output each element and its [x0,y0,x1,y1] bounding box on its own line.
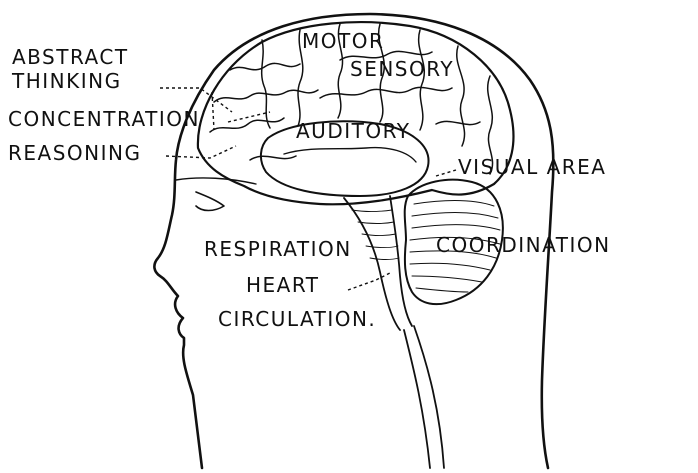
label-abstract: ABSTRACT [12,45,129,69]
label-heart: HEART [246,273,320,297]
spinal-cord [404,326,444,468]
label-thinking: THINKING [11,69,122,93]
label-sensory: SENSORY [350,57,454,81]
temporal-fold [284,148,416,162]
label-circulation: CIRCULATION. [218,307,376,331]
label-concentration: CONCENTRATION [8,107,200,131]
ear-outline [196,192,224,211]
pons-striations [352,210,399,260]
label-coordination: COORDINATION [436,233,611,257]
label-reasoning: REASONING [8,141,141,165]
label-auditory: AUDITORY [296,119,410,143]
label-respiration: RESPIRATION [204,237,352,261]
label-visual-area: VISUAL AREA [458,155,607,179]
eye-line [176,178,256,184]
label-motor: MOTOR [302,29,384,53]
